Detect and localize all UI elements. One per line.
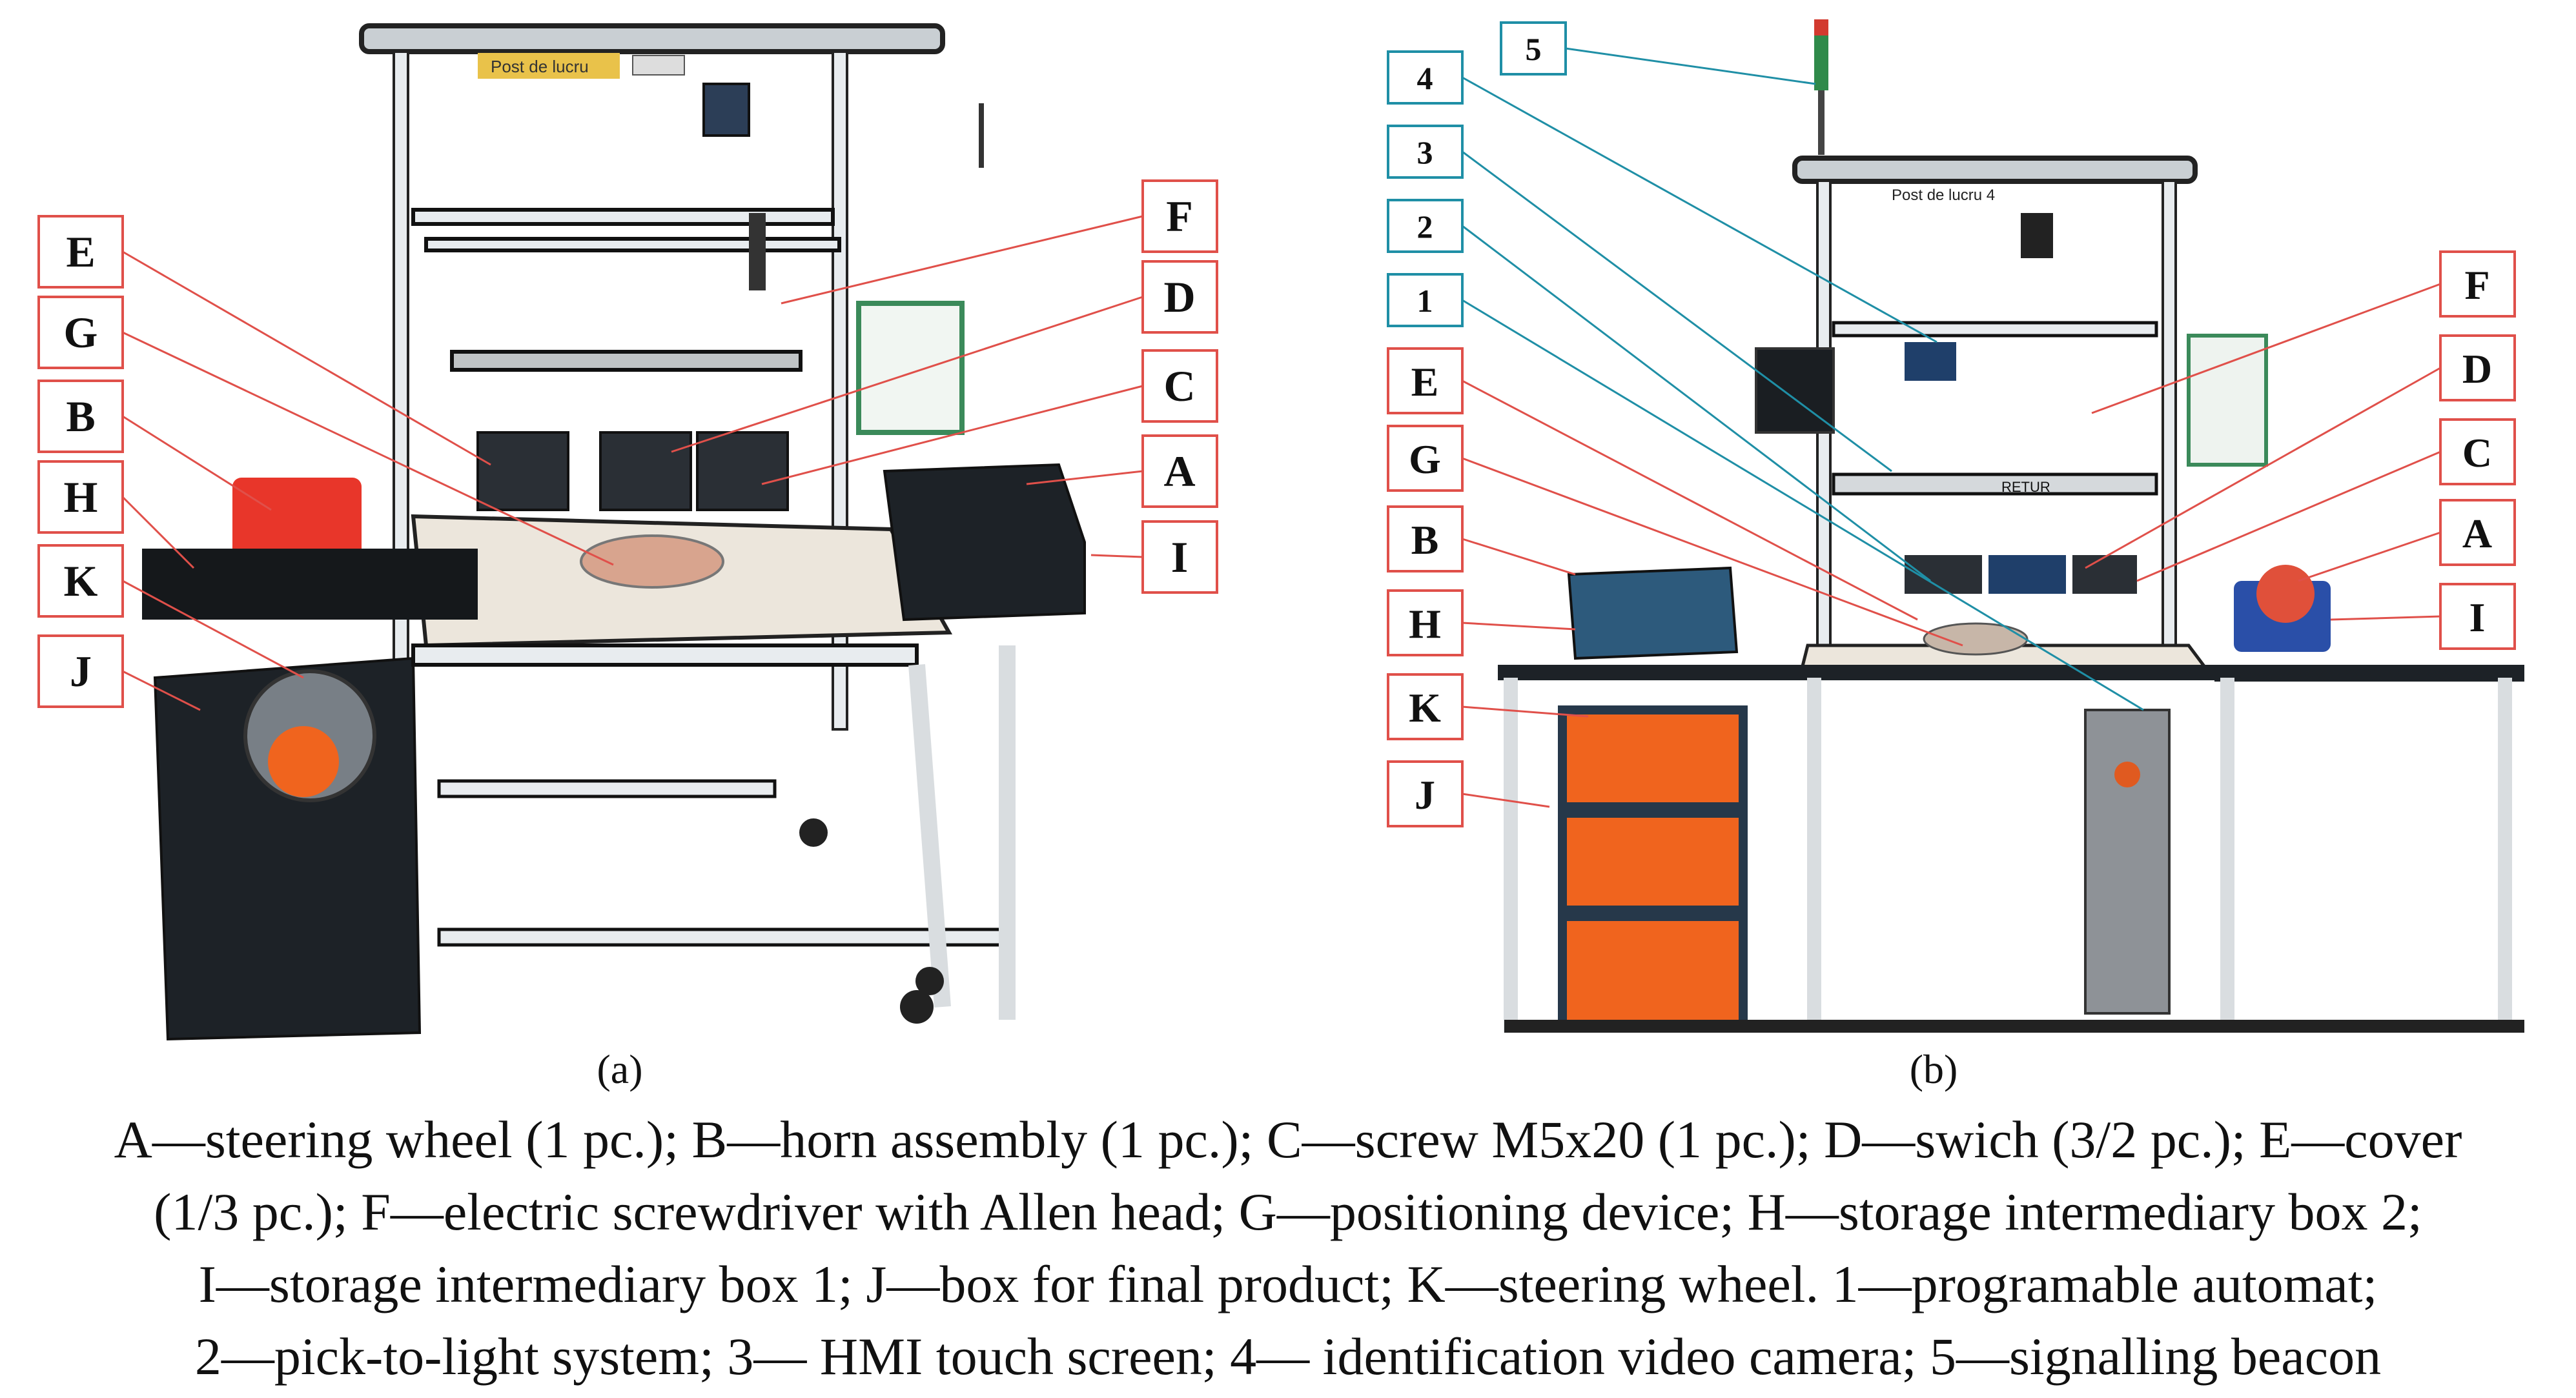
- signalling-beacon: [1814, 19, 1828, 90]
- workstation-a-top-bar: [359, 23, 945, 54]
- panel-a-photo: Post de lucru: [142, 23, 1086, 1041]
- callout-a-B: B: [66, 392, 95, 441]
- panel-a-sublabel: (a): [555, 1046, 684, 1093]
- callout-b-I: I: [2469, 594, 2486, 640]
- callout-a-K: K: [64, 556, 98, 605]
- panel-a-sublabel-text: (a): [597, 1046, 643, 1092]
- callout-a-E: E: [66, 227, 95, 276]
- callout-b-2: 2: [1417, 208, 1433, 245]
- caption-line-2: (1/3 pc.); F—electric screwdriver with A…: [154, 1182, 2422, 1241]
- callout-b-1: 1: [1417, 283, 1433, 319]
- callout-b-4: 4: [1417, 60, 1433, 96]
- panel-b-sublabel-text: (b): [1909, 1046, 1958, 1092]
- callout-b-D: D: [2462, 346, 2492, 392]
- callout-a-F: F: [1166, 192, 1193, 241]
- callout-b-F: F: [2464, 262, 2489, 308]
- panel-a-callouts: E G B H K J F D C A I: [37, 179, 1218, 711]
- workstation-a-sign-text: Post de lucru: [491, 57, 589, 76]
- callout-b-C: C: [2462, 430, 2492, 476]
- callout-b-G: G: [1409, 436, 1441, 482]
- callout-b-E: E: [1411, 359, 1439, 405]
- callout-a-A: A: [1163, 447, 1195, 496]
- caption-line-3: I—storage intermediary box 1; J—box for …: [198, 1255, 2378, 1313]
- callout-b-A: A: [2462, 511, 2492, 556]
- callout-b-B: B: [1411, 517, 1439, 563]
- callout-b-H: H: [1409, 601, 1441, 647]
- figure-illustration: Post de lucru: [37, 19, 2524, 1041]
- workstation-b-sign-text: Post de lucru 4: [1892, 187, 1995, 204]
- callout-a-G: G: [64, 308, 98, 357]
- callout-a-H: H: [64, 472, 98, 522]
- retur-label: RETUR: [2001, 479, 2050, 495]
- callout-b-J: J: [1415, 772, 1435, 818]
- callout-b-K: K: [1409, 685, 1441, 731]
- panel-b-sublabel: (b): [1869, 1046, 1998, 1093]
- panel-b-callouts: 5 4 3 2 1: [1387, 21, 2516, 827]
- workstation-a-sign: [478, 53, 620, 79]
- callout-a-J: J: [70, 647, 92, 696]
- callout-a-I: I: [1171, 532, 1188, 582]
- figure-caption: A—steering wheel (1 pc.); B—horn assembl…: [13, 1104, 2563, 1393]
- caption-line-4: 2—pick-to-light system; 3— HMI touch scr…: [194, 1327, 2382, 1386]
- panel-b-photo: Post de lucru 4 RETUR: [1498, 19, 2524, 1033]
- caption-line-1: A—steering wheel (1 pc.); B—horn assembl…: [114, 1110, 2462, 1169]
- callout-b-3: 3: [1417, 134, 1433, 170]
- callout-b-5: 5: [1526, 31, 1542, 67]
- callout-a-D: D: [1163, 272, 1195, 321]
- callout-a-C: C: [1163, 361, 1195, 410]
